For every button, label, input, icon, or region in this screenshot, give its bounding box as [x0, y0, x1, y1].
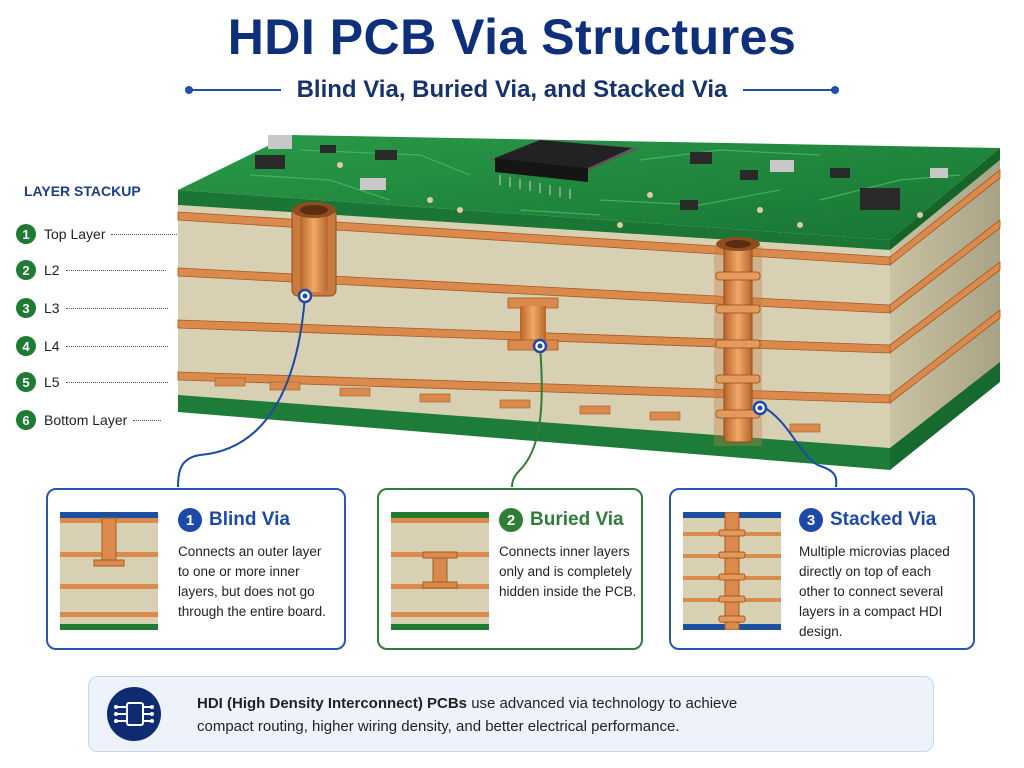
layer-number-badge: 1: [16, 224, 36, 244]
card-description-line: Multiple microvias placed: [799, 544, 950, 559]
info-bold-term: HDI (High Density Interconnect) PCBs: [197, 695, 468, 712]
card-number-badge: 1: [178, 508, 202, 532]
card-description: Multiple microvias placed directly on to…: [799, 542, 950, 642]
layer-label: L2: [44, 262, 60, 278]
buried-via-callout-line: [511, 345, 543, 488]
buried-via-mini-diagram: [391, 512, 489, 630]
page-subtitle: Blind Via, Buried Via, and Stacked Via: [296, 76, 728, 103]
info-line-2: compact routing, higher wiring density, …: [197, 718, 680, 735]
layer-item: 4 L4: [16, 335, 168, 357]
hdi-info-banner: HDI (High Density Interconnect) PCBs use…: [88, 676, 934, 752]
layer-label: Top Layer: [44, 226, 106, 242]
layer-leader-line: [133, 419, 162, 421]
layer-item: 6 Bottom Layer: [16, 409, 162, 431]
layer-leader-line: [65, 381, 168, 383]
layer-number-badge: 6: [16, 410, 36, 430]
layer-number-badge: 4: [16, 336, 36, 356]
stacked-via: [714, 237, 762, 446]
blind-via-mini-diagram: [60, 512, 158, 630]
card-description-line: Connects inner layers: [499, 544, 630, 559]
subtitle-row: Blind Via, Buried Via, and Stacked Via: [0, 76, 1024, 104]
blind-via-callout-line: [177, 295, 306, 488]
card-number-badge: 2: [499, 508, 523, 532]
card-description-line: layers, but does not go: [178, 584, 315, 599]
layer-item: 3 L3: [16, 297, 168, 319]
buried-via-card: 2 Buried Via Connects inner layers only …: [377, 488, 643, 650]
layer-number-badge: 5: [16, 372, 36, 392]
card-description-line: Connects an outer layer: [178, 544, 322, 559]
blind-via-card: 1 Blind Via Connects an outer layer to o…: [46, 488, 346, 650]
card-description-line: design.: [799, 624, 843, 639]
pcb-top-surface: [178, 135, 1000, 240]
card-title: Stacked Via: [830, 509, 937, 530]
layer-leader-line: [65, 269, 166, 271]
card-description-line: through the entire board.: [178, 604, 326, 619]
card-title: Blind Via: [209, 509, 290, 530]
layer-label: L5: [44, 374, 60, 390]
card-description-line: to one or more inner: [178, 564, 300, 579]
subtitle-divider-right: [743, 86, 840, 94]
layer-item: 5 L5: [16, 371, 168, 393]
card-description-line: hidden inside the PCB.: [499, 584, 637, 599]
qfp-chip: [490, 140, 640, 199]
page-title: HDI PCB Via Structures: [227, 9, 797, 65]
card-number-badge: 3: [799, 508, 823, 532]
layer-stackup-heading: LAYER STACKUP: [24, 183, 141, 199]
card-description-line: directly on top of each: [799, 564, 932, 579]
info-line-1: HDI (High Density Interconnect) PCBs use…: [197, 692, 737, 715]
card-description: Connects inner layers only and is comple…: [499, 542, 636, 602]
info-text: HDI (High Density Interconnect) PCBs use…: [197, 692, 737, 738]
layer-number-badge: 3: [16, 298, 36, 318]
subtitle-divider-left: [184, 86, 281, 94]
stacked-via-card: 3 Stacked Via Multiple microvias placed …: [669, 488, 975, 650]
side-copper-layers: [889, 169, 1001, 404]
info-line-1-rest: use advanced via technology to achieve: [467, 695, 738, 712]
card-description: Connects an outer layer to one or more i…: [178, 542, 326, 622]
layer-label: Bottom Layer: [44, 412, 128, 428]
layer-label: L3: [44, 300, 60, 316]
card-description-line: other to connect several: [799, 584, 944, 599]
layer-leader-line: [65, 345, 168, 347]
card-title: Buried Via: [530, 509, 624, 530]
blind-via: [291, 202, 337, 297]
circuit-chip-icon: [107, 687, 161, 741]
layer-leader-line: [65, 307, 168, 309]
layer-item: 2 L2: [16, 259, 166, 281]
layer-label: L4: [44, 338, 60, 354]
layer-leader-line: [111, 233, 178, 235]
card-description-line: layers in a compact HDI: [799, 604, 943, 619]
card-description-line: only and is completely: [499, 564, 632, 579]
pcb-bottom-mask: [178, 395, 890, 470]
layer-number-badge: 2: [16, 260, 36, 280]
stacked-via-mini-diagram: [683, 512, 781, 630]
stacked-via-callout-line: [759, 404, 838, 488]
layer-item: 1 Top Layer: [16, 223, 178, 245]
